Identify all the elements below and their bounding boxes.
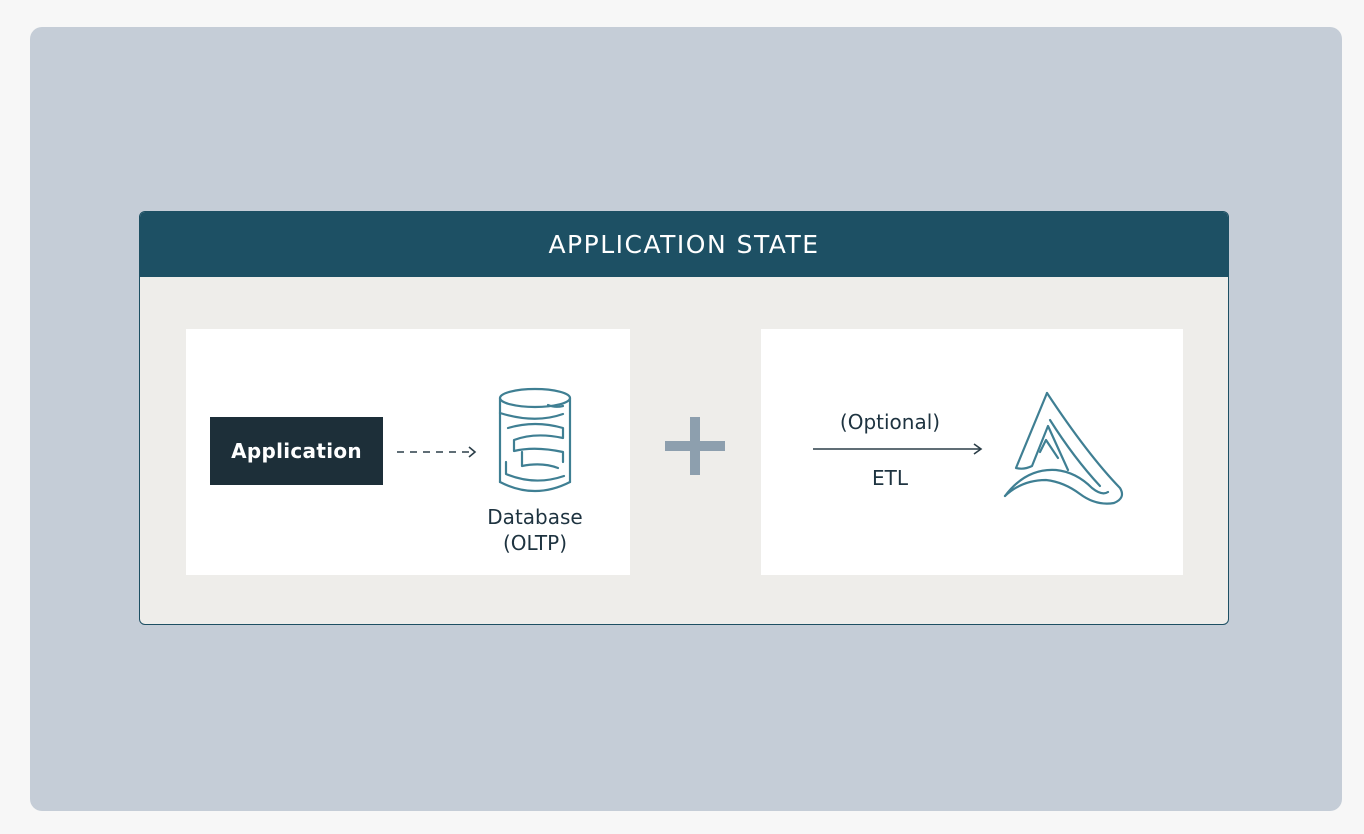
application-box: Application (210, 417, 383, 485)
plus-icon (665, 417, 725, 477)
database-label: Database (OLTP) (470, 504, 600, 556)
etl-optional-label: (Optional) (839, 410, 941, 434)
etl-panel (761, 329, 1183, 575)
application-label: Application (231, 439, 362, 463)
diagram-title: APPLICATION STATE (548, 230, 820, 259)
database-label-line2: (OLTP) (502, 531, 567, 555)
application-state-header: APPLICATION STATE (140, 212, 1228, 277)
etl-label: ETL (872, 466, 908, 490)
database-label-line1: Database (487, 505, 583, 529)
